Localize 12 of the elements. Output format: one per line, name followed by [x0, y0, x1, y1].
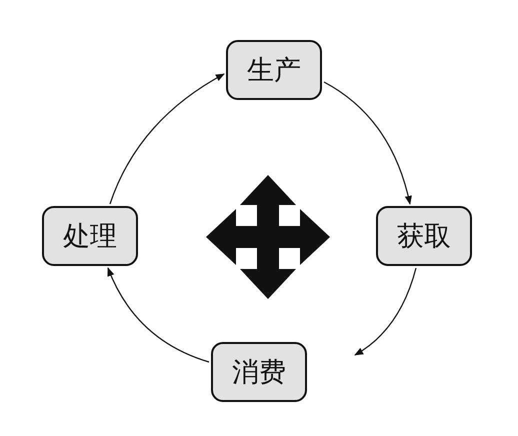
process-box — [226, 40, 322, 100]
arrow — [109, 73, 225, 204]
box-label: 处理 — [63, 220, 117, 254]
process-box — [42, 206, 138, 266]
box-label: 生产 — [247, 54, 301, 88]
process-box — [376, 206, 472, 266]
arrow — [354, 268, 417, 356]
box-label: 消费 — [232, 356, 286, 390]
box-label: 获取 — [397, 220, 451, 254]
arrow — [324, 81, 412, 205]
arrow — [107, 267, 210, 363]
process-box — [211, 342, 307, 402]
